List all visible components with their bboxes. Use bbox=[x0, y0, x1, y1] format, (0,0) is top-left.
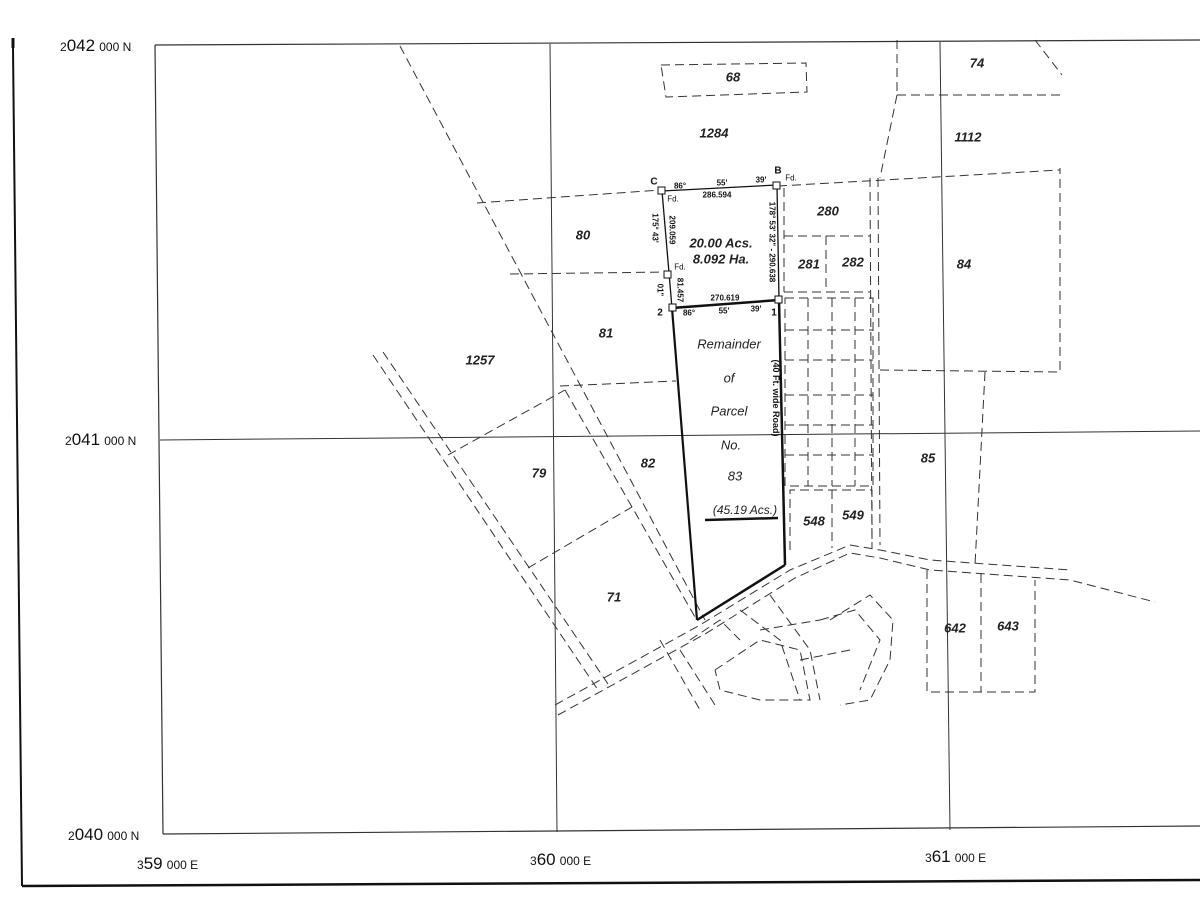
parcel-1112[interactable]: 1112 bbox=[954, 129, 982, 145]
south-bearing-sec: 39' bbox=[750, 304, 762, 314]
parcel-282[interactable]: 282 bbox=[842, 254, 864, 270]
parcel-642[interactable]: 642 bbox=[944, 620, 966, 636]
northing-prefix: 2 bbox=[65, 434, 72, 448]
parcel-85[interactable]: 85 bbox=[920, 450, 936, 466]
easting-main: 61 bbox=[931, 847, 951, 866]
west-lower-seconds: 01" bbox=[655, 283, 665, 297]
northing-label-2041000: 2041 000 N bbox=[65, 430, 136, 450]
east-bearing-distance: 178° 53' 32" - 290.638 bbox=[767, 201, 777, 283]
subject-area-acres: 20.00 Acs. bbox=[689, 235, 753, 251]
west-lower-distance: 81.457 bbox=[675, 277, 685, 303]
easting-suffix: 000 E bbox=[559, 854, 592, 868]
easting-prefix: 3 bbox=[530, 854, 537, 868]
northing-suffix: 000 N bbox=[107, 829, 140, 843]
parcel-81[interactable]: 81 bbox=[598, 325, 614, 341]
corner-1-label: 1 bbox=[771, 307, 777, 319]
north-distance: 286.594 bbox=[702, 190, 732, 200]
remainder-line-2: of bbox=[723, 370, 735, 386]
easting-main: 60 bbox=[536, 850, 556, 869]
parcel-79[interactable]: 79 bbox=[531, 465, 547, 481]
remainder-parcel-number[interactable]: 83 bbox=[727, 468, 743, 484]
parcel-548[interactable]: 548 bbox=[803, 513, 825, 529]
northing-suffix: 000 N bbox=[99, 40, 132, 54]
west-upper-bearing: 175° 43' bbox=[650, 213, 660, 243]
remainder-area: (45.19 Acs.) bbox=[712, 503, 778, 517]
subject-area-hectares: 8.092 Ha. bbox=[692, 251, 750, 267]
west-upper-distance: 209.059 bbox=[667, 215, 677, 245]
easting-main: 59 bbox=[143, 854, 163, 873]
northing-main: 042 bbox=[66, 36, 96, 55]
parcel-1257[interactable]: 1257 bbox=[465, 352, 495, 368]
parcel-84[interactable]: 84 bbox=[956, 256, 972, 272]
easting-suffix: 000 E bbox=[166, 858, 199, 872]
parcel-80[interactable]: 80 bbox=[575, 227, 591, 243]
found-mark-b: Fd. bbox=[785, 173, 797, 183]
parcel-68[interactable]: 68 bbox=[725, 69, 741, 85]
south-distance: 270.619 bbox=[710, 293, 740, 303]
south-bearing-min: 55' bbox=[718, 306, 730, 316]
parcel-549[interactable]: 549 bbox=[842, 507, 864, 523]
easting-prefix: 3 bbox=[137, 858, 144, 872]
easting-label-359000: 359 000 E bbox=[137, 854, 198, 874]
northing-label-2042000: 2042 000 N bbox=[60, 36, 131, 56]
northing-prefix: 2 bbox=[60, 40, 67, 54]
north-bearing-min: 55' bbox=[716, 178, 728, 188]
northing-main: 040 bbox=[74, 825, 104, 844]
found-mark-mid: Fd. bbox=[674, 262, 686, 272]
corner-b-label: B bbox=[774, 165, 782, 177]
easting-suffix: 000 E bbox=[954, 851, 987, 865]
corner-c-label: C bbox=[650, 176, 658, 188]
easting-prefix: 3 bbox=[925, 851, 932, 865]
parcel-281[interactable]: 281 bbox=[798, 256, 820, 272]
corner-2-label: 2 bbox=[657, 307, 663, 319]
remainder-line-3: Parcel bbox=[710, 403, 748, 419]
northing-label-2040000: 2040 000 N bbox=[68, 825, 139, 845]
parcel-71[interactable]: 71 bbox=[606, 589, 622, 605]
easting-label-361000: 361 000 E bbox=[925, 847, 986, 867]
parcel-74[interactable]: 74 bbox=[969, 55, 985, 71]
road-width-label: (40 Ft. wide Road) bbox=[771, 359, 781, 437]
north-bearing-sec: 39' bbox=[755, 175, 767, 185]
parcel-280[interactable]: 280 bbox=[817, 203, 839, 219]
northing-main: 041 bbox=[71, 430, 101, 449]
northing-prefix: 2 bbox=[68, 829, 75, 843]
remainder-line-4: No. bbox=[720, 437, 742, 453]
parcel-1284[interactable]: 1284 bbox=[699, 125, 729, 141]
found-mark-c: Fd. bbox=[667, 194, 679, 204]
north-bearing-deg: 86° bbox=[673, 181, 687, 191]
remainder-line-1: Remainder bbox=[697, 336, 761, 352]
south-bearing-deg: 86° bbox=[682, 308, 696, 318]
parcel-82[interactable]: 82 bbox=[640, 455, 656, 471]
easting-label-360000: 360 000 E bbox=[530, 850, 591, 870]
northing-suffix: 000 N bbox=[104, 434, 137, 448]
parcel-643[interactable]: 643 bbox=[997, 618, 1019, 634]
